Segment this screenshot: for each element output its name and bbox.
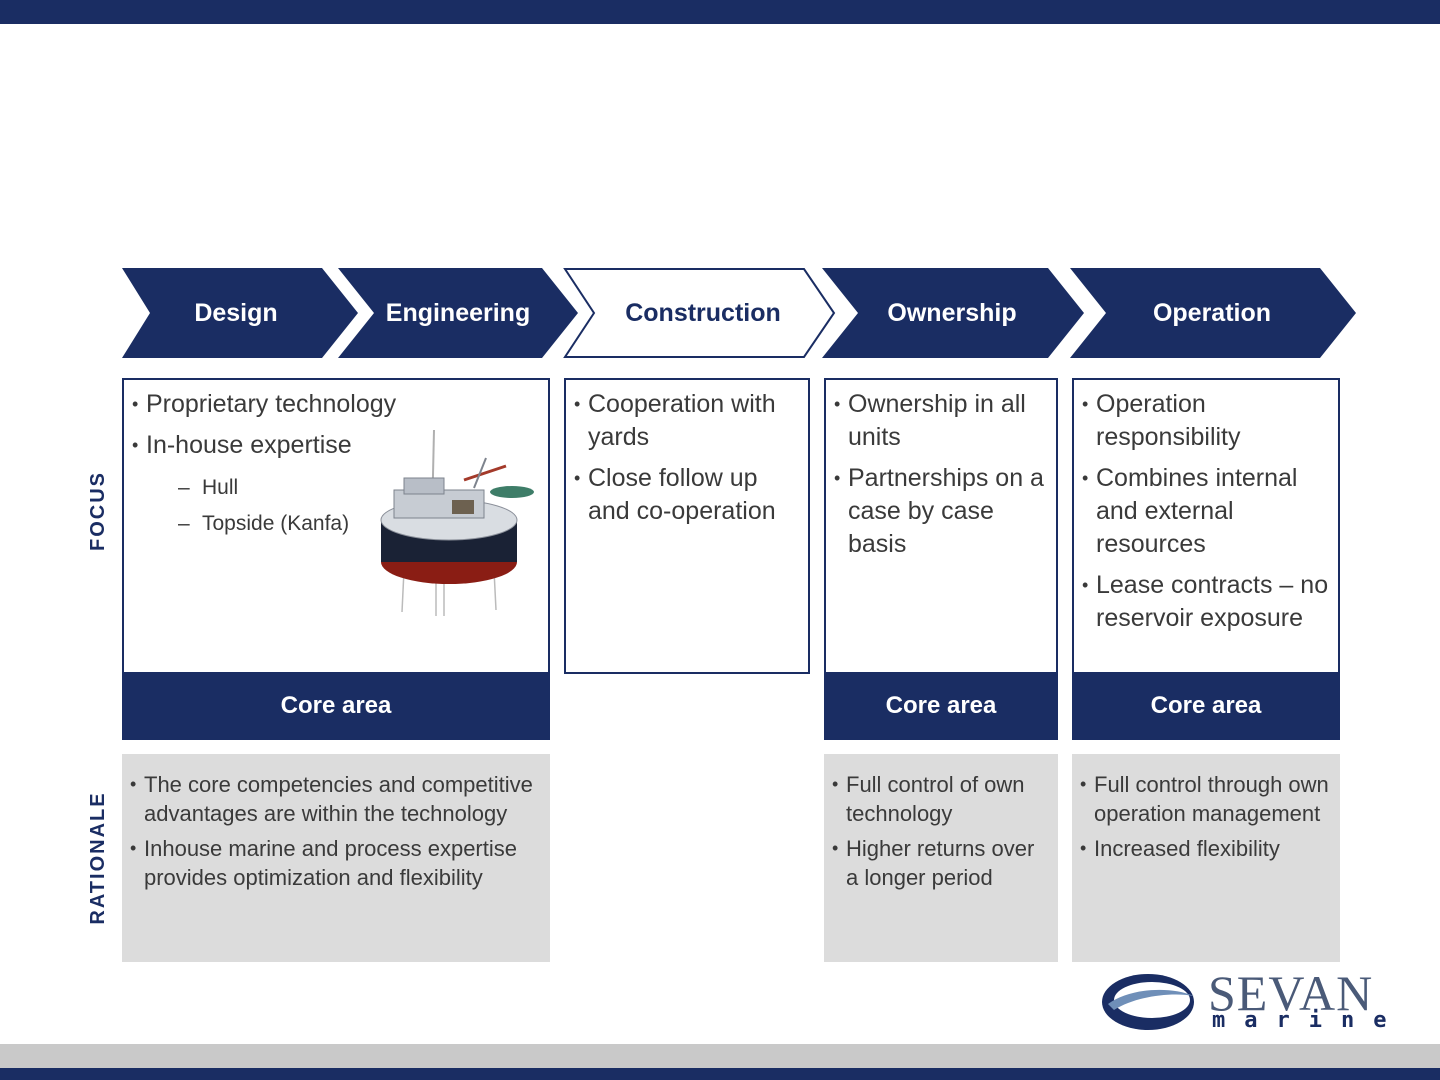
- stage-label: Operation: [1152, 299, 1272, 327]
- focus-bullet: Close follow up and co-operation: [574, 462, 804, 528]
- focus-bullet: Combines internal and external resources: [1082, 462, 1334, 561]
- focus-bullet: Ownership in all units: [834, 388, 1052, 454]
- rationale-panel-operation: Full control through own operation manag…: [1072, 754, 1340, 962]
- rationale-side-label: RATIONALE: [87, 791, 109, 925]
- footer-navy-band: [0, 1068, 1440, 1080]
- sevan-marine-logo: SEVAN marine: [1100, 965, 1422, 1034]
- stage-operation: Operation: [1070, 268, 1356, 358]
- logo-sub: marine: [1212, 1008, 1406, 1033]
- stage-label: Construction: [625, 299, 781, 327]
- stage-engineering: Engineering: [338, 268, 578, 358]
- focus-bullet: Operation responsibility: [1082, 388, 1334, 454]
- footer-gray-band: [0, 1044, 1440, 1068]
- logo-name: SEVAN: [1208, 965, 1374, 1021]
- rationale-panel-design-engineering: The core competencies and competitive ad…: [122, 754, 550, 962]
- focus-box-construction: Cooperation with yards Close follow up a…: [564, 378, 810, 674]
- focus-box-design-engineering: Proprietary technology In-house expertis…: [122, 378, 550, 674]
- focus-bullet: Partnerships on a case by case basis: [834, 462, 1052, 561]
- rationale-bullet: The core competencies and competitive ad…: [130, 770, 538, 828]
- focus-bullet: In-house expertise: [132, 429, 542, 462]
- logo-swoosh-icon: [1102, 974, 1194, 1030]
- stage-label: Design: [194, 299, 278, 327]
- rationale-bullet: Inhouse marine and process expertise pro…: [130, 834, 538, 892]
- focus-sub-bullet: Topside (Kanfa): [132, 506, 542, 542]
- stage-design: Design: [122, 268, 358, 358]
- focus-sub-bullet: Hull: [132, 470, 542, 506]
- platform-illustration: [380, 429, 534, 616]
- stage-label: Engineering: [385, 299, 531, 327]
- focus-bullet: Proprietary technology: [132, 388, 542, 421]
- core-area-bar: Core area: [1072, 672, 1340, 740]
- core-area-bar: Core area: [824, 672, 1058, 740]
- stage-ownership: Ownership: [822, 268, 1084, 358]
- core-area-bar: Core area: [122, 672, 550, 740]
- rationale-bullet: Higher returns over a longer period: [832, 834, 1052, 892]
- rationale-panel-ownership: Full control of own technology Higher re…: [824, 754, 1058, 962]
- top-banner: [0, 0, 1440, 24]
- focus-side-label: FOCUS: [87, 471, 109, 551]
- rationale-bullet: Increased flexibility: [1080, 834, 1334, 863]
- focus-bullet: Lease contracts – no reservoir exposure: [1082, 569, 1334, 635]
- focus-bullet: Cooperation with yards: [574, 388, 804, 454]
- rationale-bullet: Full control of own technology: [832, 770, 1052, 828]
- rationale-bullet: Full control through own operation manag…: [1080, 770, 1334, 828]
- stage-construction: Construction: [563, 268, 836, 358]
- focus-box-operation: Operation responsibility Combines intern…: [1072, 378, 1340, 674]
- stage-label: Ownership: [887, 299, 1017, 327]
- focus-box-ownership: Ownership in all units Partnerships on a…: [824, 378, 1058, 674]
